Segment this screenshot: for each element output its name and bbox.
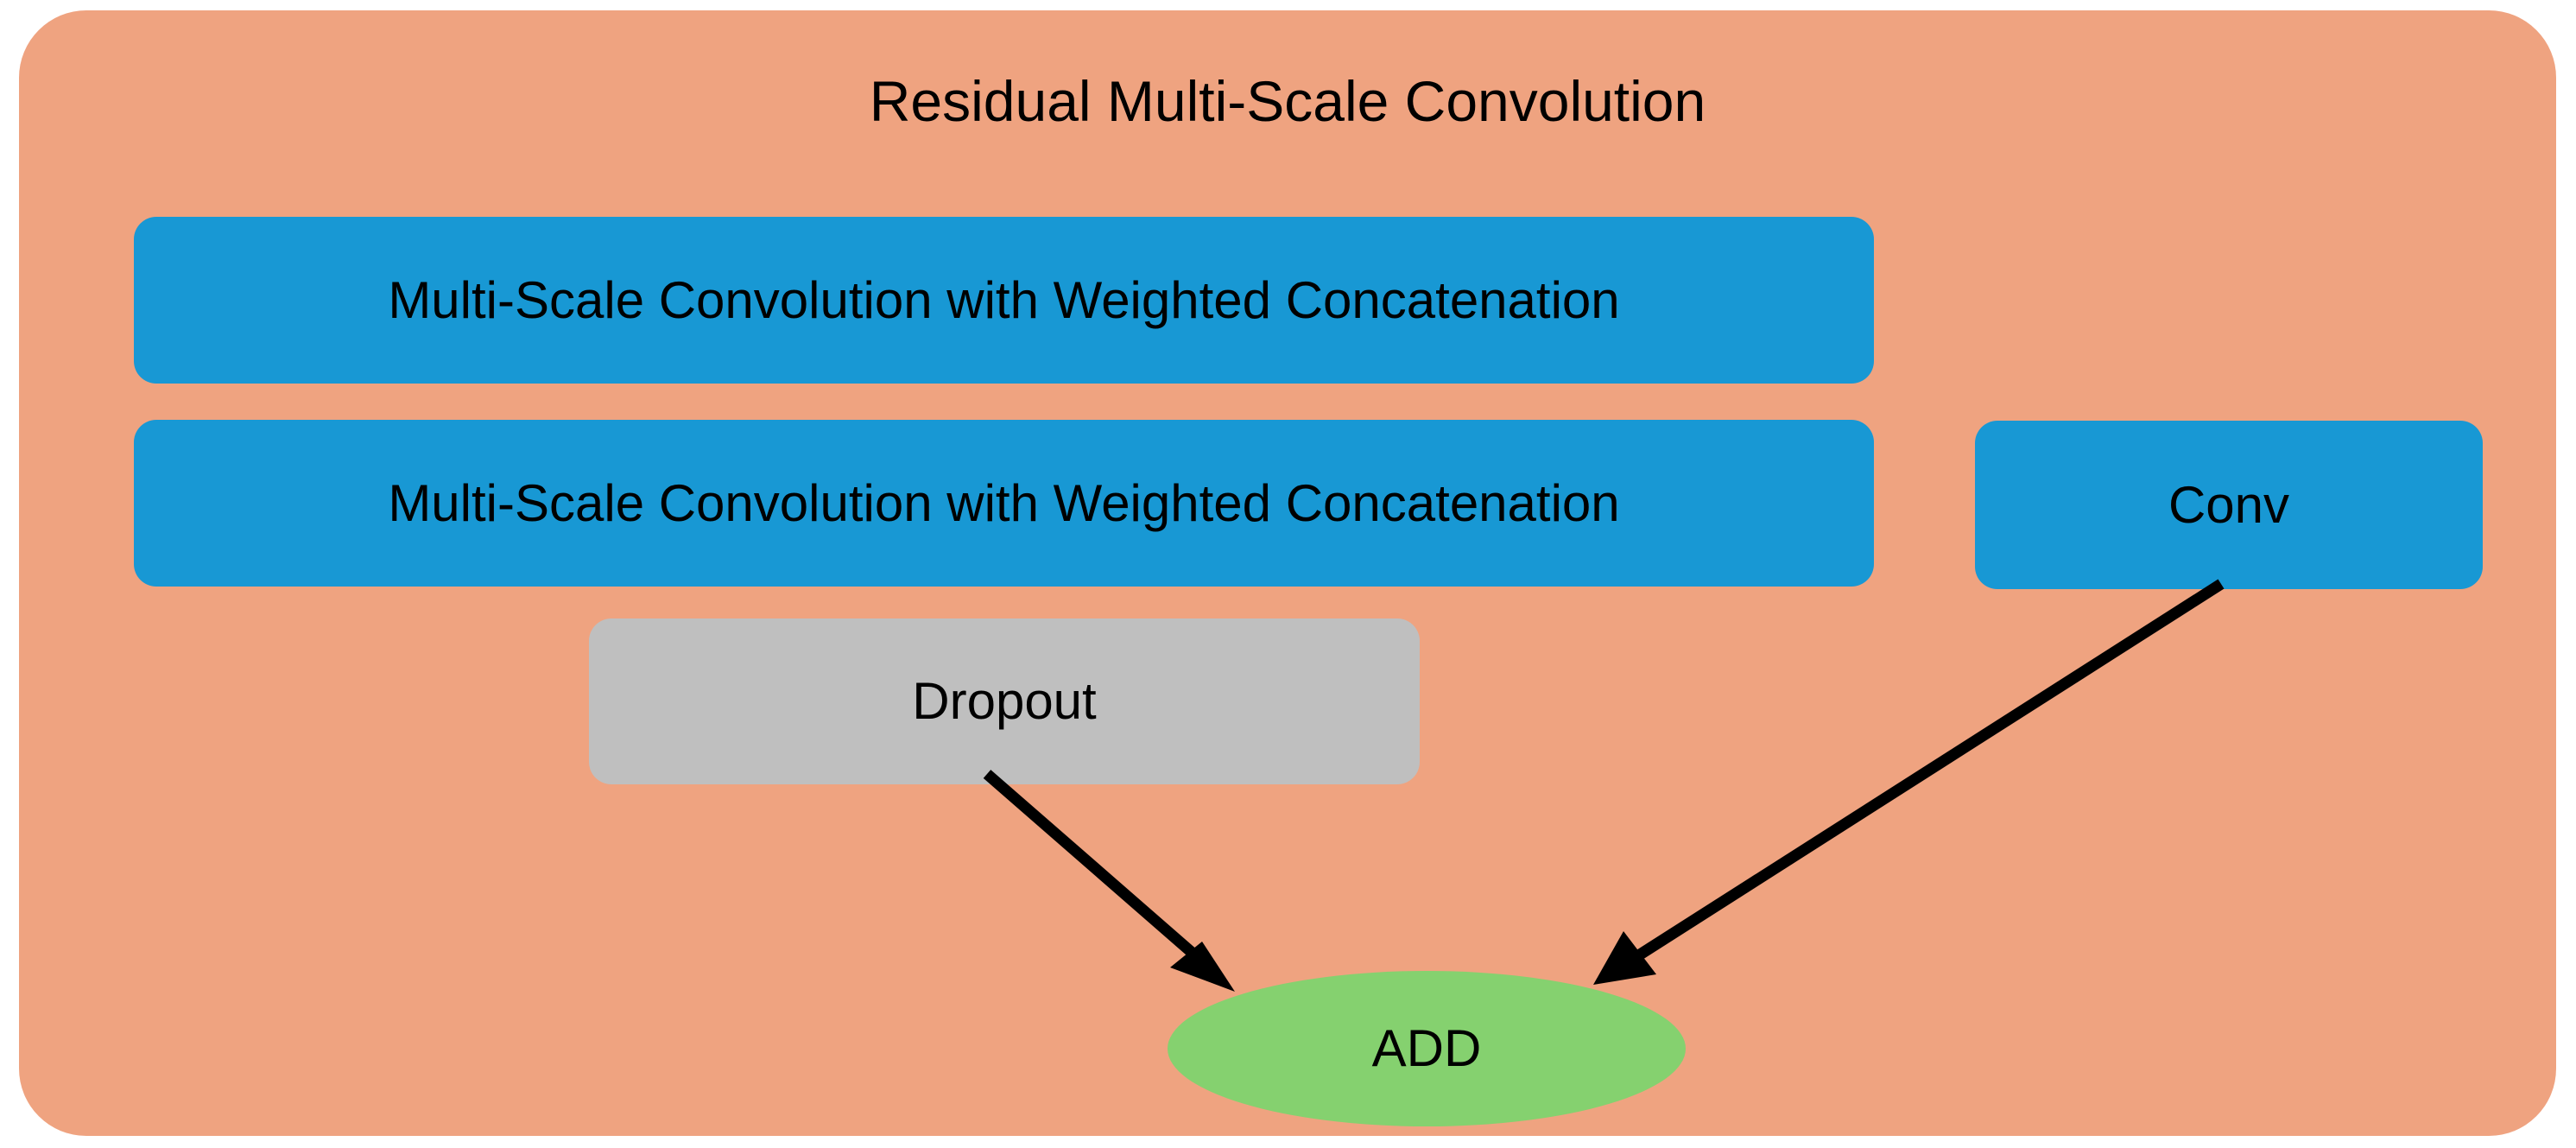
node-multi-scale-convolution-1[interactable]: Multi-Scale Convolution with Weighted Co… (134, 217, 1874, 384)
node-label: Multi-Scale Convolution with Weighted Co… (388, 270, 1620, 329)
node-conv[interactable]: Conv (1975, 421, 2483, 589)
node-label: Multi-Scale Convolution with Weighted Co… (388, 473, 1620, 532)
node-label: Conv (2168, 475, 2290, 534)
node-add[interactable]: ADD (1168, 971, 1686, 1126)
node-label: Dropout (912, 672, 1097, 730)
node-dropout[interactable]: Dropout (589, 618, 1420, 784)
residual-multi-scale-convolution-container: Residual Multi-Scale Convolution Multi-S… (19, 10, 2556, 1136)
node-multi-scale-convolution-2[interactable]: Multi-Scale Convolution with Weighted Co… (134, 420, 1874, 587)
block-title: Residual Multi-Scale Convolution (869, 69, 1706, 133)
node-label: ADD (1371, 1019, 1482, 1077)
